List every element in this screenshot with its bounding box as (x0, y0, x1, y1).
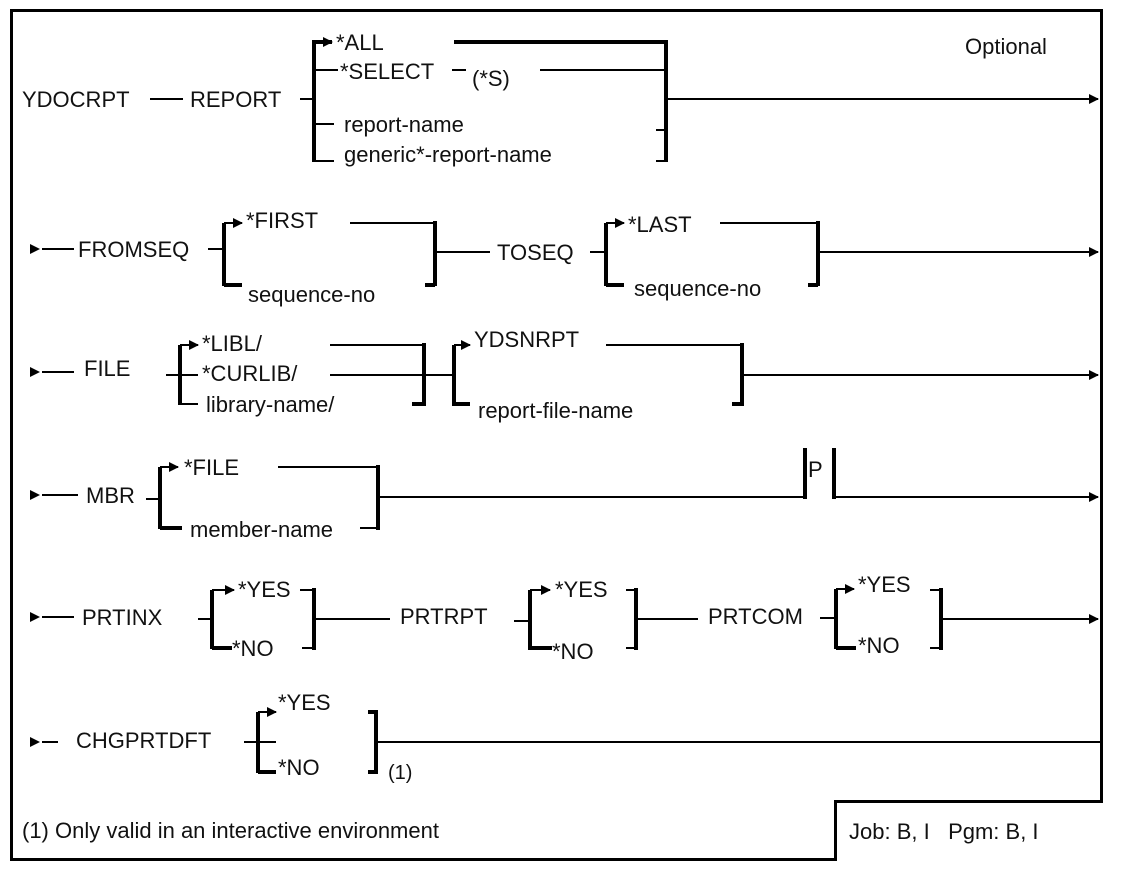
option-sequence-no-from: sequence-no (248, 282, 375, 307)
row-start-arrow-icon (30, 367, 40, 377)
keyword-prtcom: PRTCOM (708, 604, 803, 629)
option-first: *FIRST (246, 208, 318, 233)
option-prtcom-no: *NO (858, 633, 900, 658)
row-start-arrow-icon (30, 244, 40, 254)
command-name: YDOCRPT (22, 87, 130, 112)
option-select-suffix: (*S) (472, 66, 510, 91)
row-chgprtdft: CHGPRTDFT *YES *NO (1) (30, 690, 1103, 784)
row-start-arrow-icon (30, 612, 40, 622)
option-curlib: *CURLIB/ (202, 361, 298, 386)
option-chgprtdft-no: *NO (278, 755, 320, 780)
row-mbr: MBR *FILE member-name P (30, 448, 1099, 542)
row-report: YDOCRPT REPORT *ALL *SELECT (*S) report-… (22, 30, 1099, 167)
option-chgprtdft-yes: *YES (278, 690, 331, 715)
row-start-arrow-icon (30, 737, 40, 747)
syntax-diagram-frame (10, 9, 1103, 861)
option-prtcom-yes: *YES (858, 572, 911, 597)
row-print-options: PRTINX *YES *NO PRTRPT *YES *NO PRTCOM *… (30, 572, 1099, 664)
keyword-fromseq: FROMSEQ (78, 237, 189, 262)
option-generic-report-name: generic*-report-name (344, 142, 552, 167)
keyword-file: FILE (84, 356, 130, 381)
option-all: *ALL (336, 30, 384, 55)
keyword-toseq: TOSEQ (497, 240, 574, 265)
option-report-file-name: report-file-name (478, 398, 633, 423)
row-file: FILE *LIBL/ *CURLIB/ library-name/ YDSNR… (30, 327, 1099, 423)
row-start-arrow-icon (30, 490, 40, 500)
option-sequence-no-to: sequence-no (634, 276, 761, 301)
environment-box: Job: B, I Pgm: B, I (834, 800, 1103, 861)
keyword-mbr: MBR (86, 483, 135, 508)
environment-pgm: Pgm: B, I (948, 819, 1039, 844)
footnote-text: (1) Only valid in an interactive environ… (22, 818, 439, 843)
environment-job: Job: B, I (849, 819, 930, 844)
keyword-report: REPORT (190, 87, 281, 112)
option-last: *LAST (628, 212, 692, 237)
footnote-reference: (1) (388, 762, 412, 784)
positional-marker: P (808, 457, 823, 482)
keyword-prtrpt: PRTRPT (400, 604, 488, 629)
option-file: *FILE (184, 455, 239, 480)
option-prtrpt-yes: *YES (555, 577, 608, 602)
option-prtinx-no: *NO (232, 636, 274, 661)
optional-label: Optional (965, 34, 1047, 59)
keyword-chgprtdft: CHGPRTDFT (76, 728, 211, 753)
option-select: *SELECT (340, 59, 434, 84)
environment-spacer (930, 819, 948, 845)
option-prtrpt-no: *NO (552, 639, 594, 664)
option-ydsnrpt: YDSNRPT (474, 327, 579, 352)
row-fromseq-toseq: FROMSEQ *FIRST sequence-no TOSEQ *LAST s… (30, 208, 1099, 307)
option-library-name: library-name/ (206, 392, 335, 417)
option-member-name: member-name (190, 517, 333, 542)
keyword-prtinx: PRTINX (82, 605, 163, 630)
option-libl: *LIBL/ (202, 331, 263, 356)
option-report-name: report-name (344, 112, 464, 137)
option-prtinx-yes: *YES (238, 577, 291, 602)
